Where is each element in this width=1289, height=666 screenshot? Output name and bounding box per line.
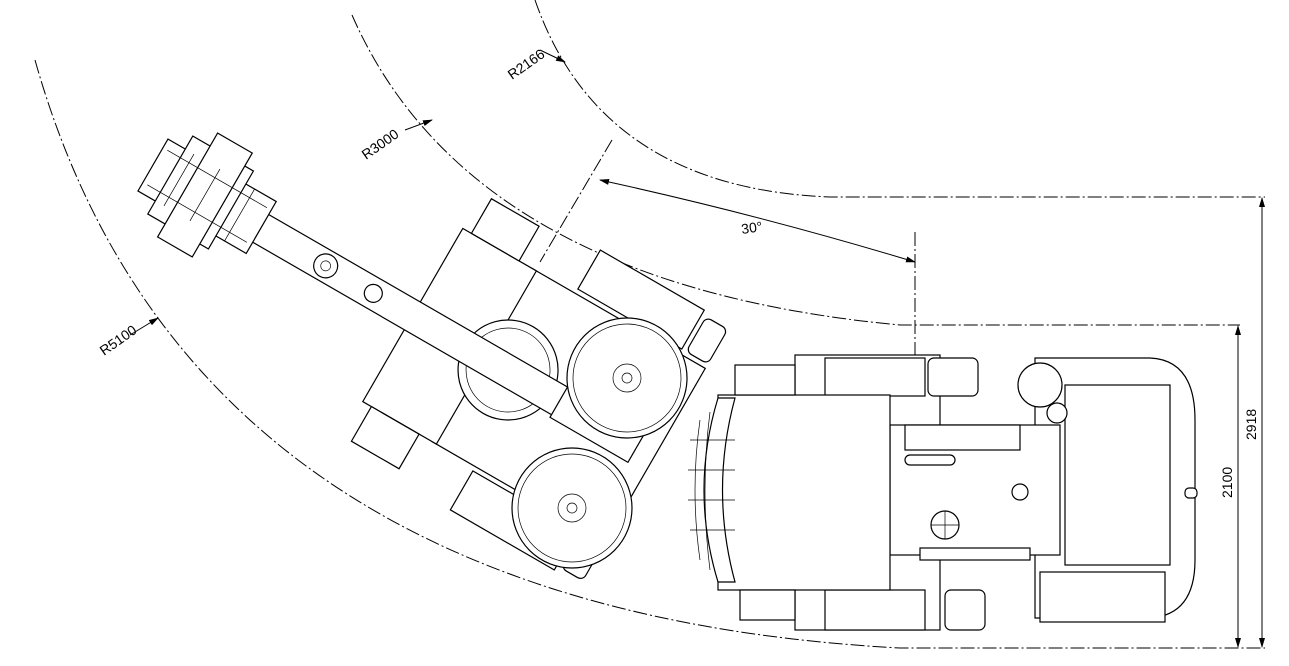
cutting-drums [511, 317, 688, 569]
radius-label-r3000: R3000 [359, 126, 402, 163]
rear-chassis [688, 354, 1198, 631]
overall-width-label: 2918 [1243, 409, 1259, 440]
arc-r2166 [534, 0, 1265, 198]
front-cutting-section [137, 132, 727, 579]
arc-r5100 [34, 59, 1265, 649]
body-width-label: 2100 [1219, 467, 1235, 498]
radius-label-r2166: R2166 [505, 46, 548, 83]
angle-label: 30° [740, 218, 763, 237]
radius-label-r5100: R5100 [97, 322, 140, 359]
